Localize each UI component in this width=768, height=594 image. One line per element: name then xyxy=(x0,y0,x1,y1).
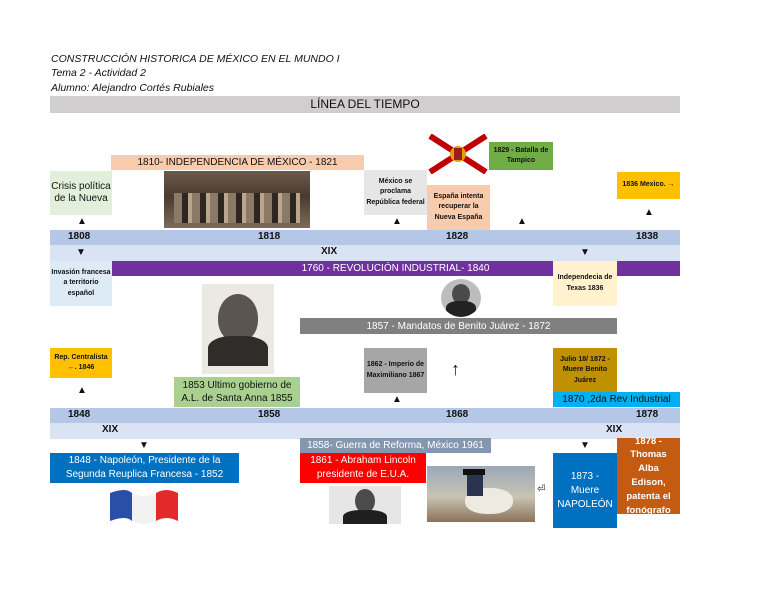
centralist-republic-box: Rep. Centralista ←. 1846 xyxy=(50,348,112,378)
century-bar-upper: XIX xyxy=(50,245,680,261)
down-arrow-icon: ▼ xyxy=(580,247,590,258)
up-arrow-icon: ▲ xyxy=(77,385,87,396)
tampico-box: 1829 - Batalla de Tampico xyxy=(489,142,553,170)
topic-line: Tema 2 - Actividad 2 xyxy=(51,67,146,79)
up-arrow-icon: ▲ xyxy=(77,216,87,227)
lincoln-box: 1861 - Abraham Lincoln presidente de E.U… xyxy=(300,453,426,483)
maximilian-box: 1862 - Imperio de Maximiliano 1867 xyxy=(364,348,427,393)
down-arrow-icon: ▼ xyxy=(139,440,149,451)
spain-attempt-box: España intenta recuperar la Nueva España xyxy=(427,185,490,230)
juarez-portrait xyxy=(441,279,481,317)
french-invasion-box: Invasión francesa a territorio español xyxy=(50,261,112,306)
independence-painting xyxy=(164,171,310,228)
reform-war-bar: 1858- Guerra de Reforma, México 1961 xyxy=(300,438,491,453)
santa-anna-portrait xyxy=(202,284,274,374)
year-label: 1858 xyxy=(258,409,281,420)
napoleon-painting xyxy=(427,466,535,522)
document-title: CONSTRUCCIÓN HISTORICA DE MÉXICO EN EL M… xyxy=(51,53,340,65)
independence-banner: 1810- INDEPENDENCIA DE MÉXICO - 1821 xyxy=(111,155,364,170)
year-label: 1808 xyxy=(68,231,91,242)
century-label: XIX xyxy=(321,246,338,257)
century-label: XIX xyxy=(102,424,119,435)
up-arrow-icon: ▲ xyxy=(644,207,654,218)
burgundy-cross-flag xyxy=(428,134,488,174)
down-arrow-icon: ▼ xyxy=(76,247,86,258)
crisis-box: Crisis política de la Nueva xyxy=(50,171,112,215)
year-label: 1828 xyxy=(446,231,469,242)
lincoln-portrait xyxy=(329,486,401,524)
year-label: 1848 xyxy=(68,409,91,420)
juarez-mandates-bar: 1857 - Mandatos de Benito Juárez - 1872 xyxy=(300,318,617,334)
year-bar-upper: 1808 1818 1828 1838 xyxy=(50,230,680,245)
industrial-revolution-bar: 1760 - REVOLUCIÓN INDUSTRIAL- 1840 xyxy=(111,261,680,276)
edison-box: 1878 - Thomas Alba Edison, patenta el fo… xyxy=(617,436,680,516)
timeline-title: LÍNEA DEL TIEMPO xyxy=(50,96,680,113)
french-flag xyxy=(108,487,180,525)
year-bar-lower: 1848 1858 1868 1878 xyxy=(50,408,680,423)
year-label: 1878 xyxy=(636,409,659,420)
santa-anna-box: 1853 Ultimo gobierno de A.L. de Santa An… xyxy=(174,377,300,407)
student-line: Alumno: Alejandro Cortés Rubiales xyxy=(51,82,215,94)
year-label: 1868 xyxy=(446,409,469,420)
up-arrow-icon: ▲ xyxy=(392,394,402,405)
up-arrow-icon: ▲ xyxy=(517,216,527,227)
century-label: XIX xyxy=(606,424,623,435)
texas-year-box: 1836 Mexico. → xyxy=(617,172,680,199)
second-industrial-revolution-box: 1870 ,2da Rev Industrial xyxy=(553,392,680,407)
up-arrow-icon: ↑ xyxy=(451,359,460,379)
napoleon-president-box: 1848 - Napoleón, Presidente de la Segund… xyxy=(50,453,239,483)
return-icon: ⏎ xyxy=(537,484,546,495)
up-arrow-icon: ▲ xyxy=(392,216,402,227)
year-label: 1838 xyxy=(636,231,659,242)
year-label: 1818 xyxy=(258,231,281,242)
juarez-death-box: Julio 18/ 1872 - Muere Benito Juárez xyxy=(553,348,617,393)
mexico-republica-box: México se proclama República federal xyxy=(364,170,427,215)
texas-independence-box: Independecia de Texas 1836 xyxy=(553,261,617,306)
century-bar-lower: XIX XIX xyxy=(50,423,680,439)
napoleon-death-box: 1873 - Muere NAPOLEÓN xyxy=(553,453,617,528)
down-arrow-icon: ▼ xyxy=(580,440,590,451)
